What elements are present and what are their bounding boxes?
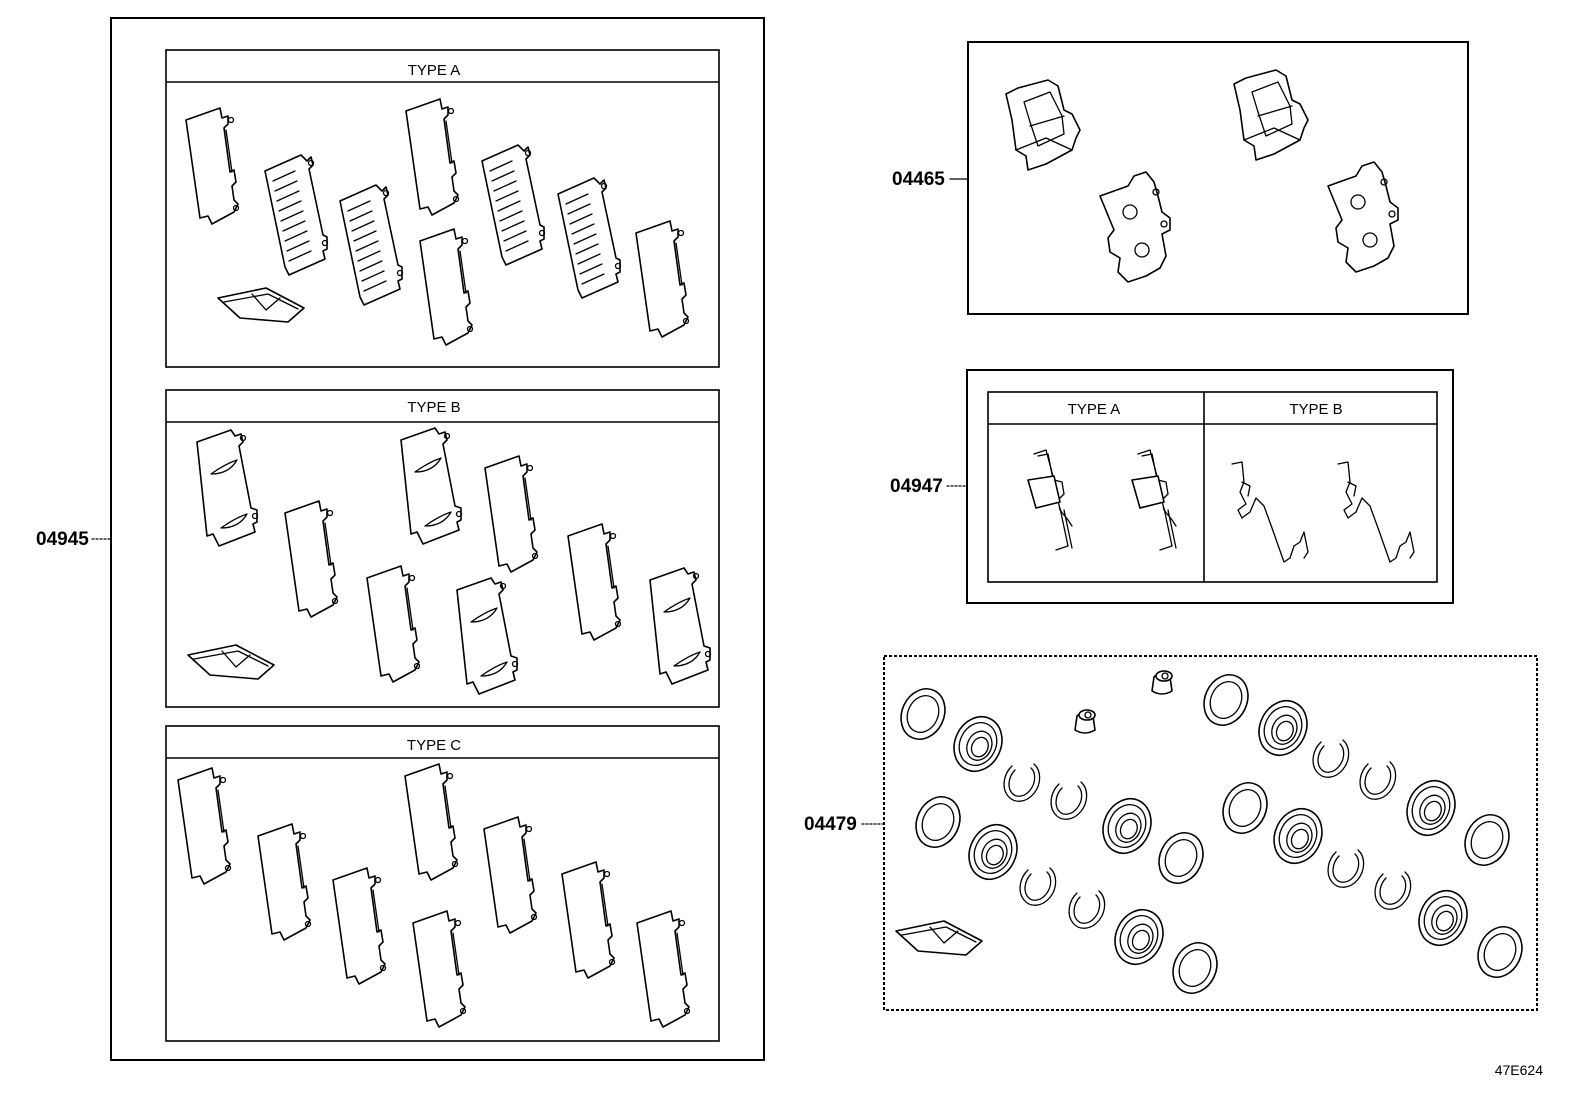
piston-seal-ring[interactable] [1150, 824, 1212, 892]
dust-boot[interactable] [959, 816, 1027, 888]
shim-part[interactable] [257, 823, 312, 941]
retaining-ring[interactable] [1050, 781, 1088, 820]
shim-part[interactable] [185, 107, 240, 225]
dust-boot[interactable] [1249, 692, 1317, 764]
retaining-ring[interactable] [1312, 739, 1350, 778]
shim-part[interactable] [177, 767, 232, 885]
callout-04479[interactable]: 04479 [804, 814, 857, 835]
retaining-ring[interactable] [1003, 763, 1041, 802]
dust-boot[interactable] [1409, 882, 1477, 954]
slotted-shim-part[interactable] [339, 184, 404, 306]
diagram-code: 47E624 [1495, 1062, 1543, 1078]
shim-part[interactable] [561, 861, 616, 979]
windowed-shim-part[interactable] [649, 567, 712, 685]
kit-04945-type-b-box: TYPE B [165, 389, 720, 708]
dust-boot[interactable] [1397, 772, 1465, 844]
piston-seal-ring[interactable] [1469, 918, 1531, 986]
windowed-shim-part[interactable] [196, 429, 259, 547]
shim-part[interactable] [284, 500, 339, 618]
slotted-shim-part[interactable] [557, 177, 622, 299]
anti-rattle-spring-a-part[interactable] [1131, 449, 1177, 551]
shim-part[interactable] [366, 565, 421, 683]
pads-04465-frame [967, 41, 1469, 315]
spring-type-b-label: TYPE B [1289, 401, 1342, 418]
kit-04945-type-a-box: TYPE A [165, 49, 720, 368]
shim-part[interactable] [567, 523, 622, 641]
grease-packet[interactable] [217, 287, 305, 323]
bleeder-cap[interactable] [1151, 670, 1173, 695]
shim-part[interactable] [484, 455, 539, 573]
shim-part[interactable] [636, 910, 691, 1028]
shim-part[interactable] [404, 763, 459, 881]
springs-04947-table: TYPE A TYPE B [987, 391, 1438, 583]
shim-part[interactable] [332, 867, 387, 985]
slotted-shim-part[interactable] [264, 154, 329, 276]
retaining-ring[interactable] [1019, 867, 1057, 906]
dust-boot[interactable] [944, 708, 1012, 780]
piston-seal-ring[interactable] [1456, 806, 1518, 874]
callout-04945[interactable]: 04945 [36, 529, 89, 550]
retaining-ring[interactable] [1068, 890, 1106, 929]
piston-seal-ring[interactable] [907, 788, 969, 856]
kit-04945-type-c-box: TYPE C [165, 725, 720, 1042]
callout-04947[interactable]: 04947 [890, 476, 943, 497]
kit-04945-frame [110, 17, 765, 1061]
seal-kit-parts [892, 666, 1531, 1002]
callout-04465[interactable]: 04465 [892, 169, 945, 190]
dust-boot[interactable] [1105, 901, 1173, 973]
type-a-label: TYPE A [408, 62, 461, 79]
shim-part[interactable] [412, 910, 467, 1028]
bleeder-cap[interactable] [1074, 709, 1096, 734]
type-b-label: TYPE B [407, 399, 460, 416]
piston-seal-ring[interactable] [1195, 666, 1257, 734]
dust-boot[interactable] [1093, 790, 1161, 862]
seal-kit-04479-frame [883, 655, 1538, 1011]
pad-backing-plate-part[interactable] [1327, 161, 1399, 273]
retaining-ring[interactable] [1359, 761, 1397, 800]
piston-seal-ring[interactable] [892, 680, 954, 748]
windowed-shim-part[interactable] [400, 427, 463, 545]
anti-rattle-spring-b-part[interactable] [1231, 461, 1309, 563]
brake-pad-part[interactable] [1233, 69, 1309, 161]
grease-packet[interactable] [187, 644, 275, 680]
piston-seal-ring[interactable] [1164, 934, 1226, 1002]
grease-packet[interactable] [895, 920, 983, 956]
shim-part[interactable] [635, 220, 690, 338]
slotted-shim-part[interactable] [481, 144, 546, 266]
shim-part[interactable] [483, 816, 538, 934]
anti-rattle-spring-a-part[interactable] [1027, 449, 1073, 551]
anti-rattle-spring-b-part[interactable] [1337, 461, 1415, 563]
retaining-ring[interactable] [1327, 849, 1365, 888]
spring-type-a-label: TYPE A [1068, 401, 1121, 418]
type-c-label: TYPE C [407, 737, 461, 754]
pad-backing-plate-part[interactable] [1099, 171, 1171, 283]
shim-part[interactable] [419, 228, 474, 346]
dust-boot[interactable] [1264, 800, 1332, 872]
retaining-ring[interactable] [1374, 871, 1412, 910]
brake-pad-part[interactable] [1005, 79, 1081, 171]
piston-seal-ring[interactable] [1214, 774, 1276, 842]
springs-04947-frame [966, 369, 1454, 604]
windowed-shim-part[interactable] [456, 577, 519, 695]
shim-part[interactable] [405, 98, 460, 216]
